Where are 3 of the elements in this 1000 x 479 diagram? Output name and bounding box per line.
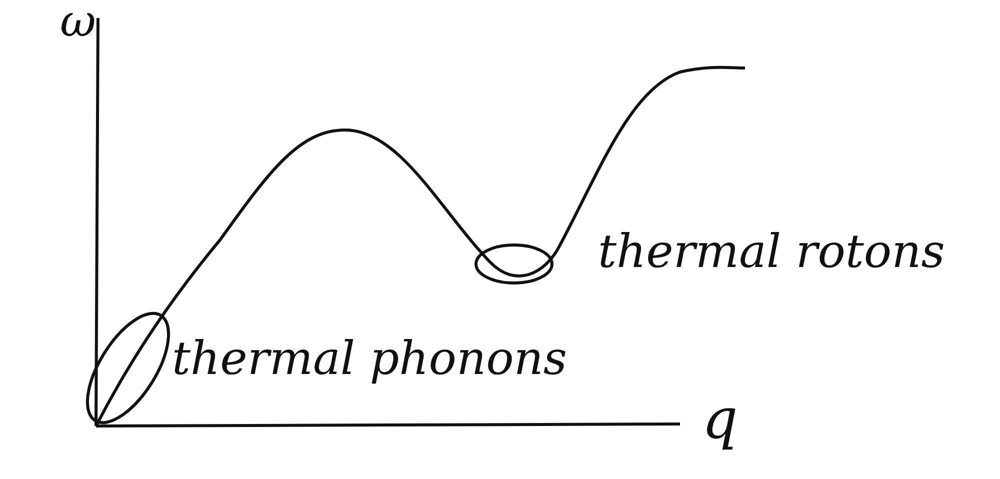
axis-label: q <box>702 392 738 448</box>
axis-label: ω <box>60 0 96 44</box>
region-label: thermal rotons <box>598 228 945 274</box>
